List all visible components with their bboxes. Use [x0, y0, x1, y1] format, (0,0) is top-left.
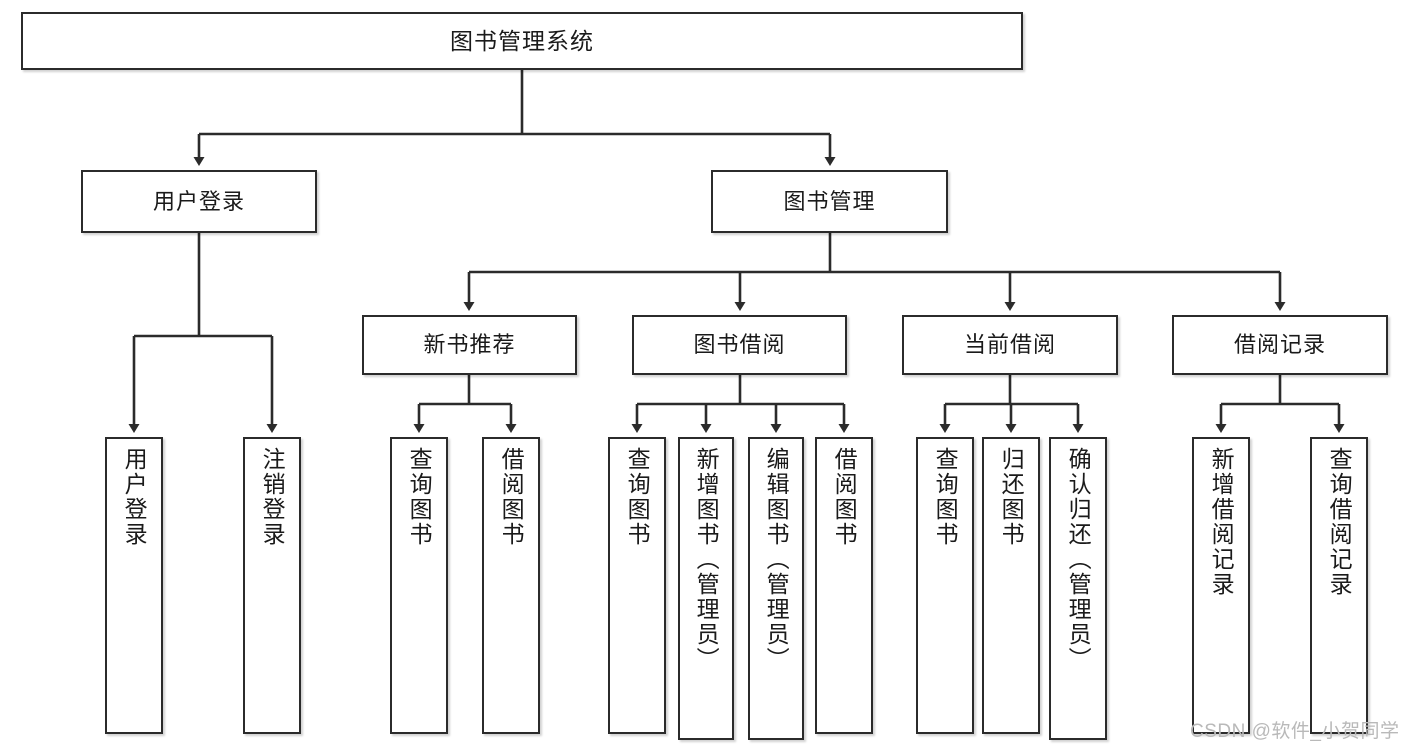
node-label: 查询图书: [624, 447, 651, 547]
node-leaf-user-login[interactable]: 用户登录: [105, 437, 163, 734]
node-book-manage[interactable]: 图书管理: [711, 170, 948, 233]
node-leaf-add-book[interactable]: 新增图书（管理员）: [678, 437, 734, 740]
node-leaf-query-record[interactable]: 查询借阅记录: [1310, 437, 1368, 734]
node-leaf-query-book-3[interactable]: 查询图书: [916, 437, 974, 734]
node-label: 图书管理: [783, 188, 876, 214]
node-borrow-record[interactable]: 借阅记录: [1172, 315, 1388, 375]
watermark: CSDN @软件_小贺同学: [1190, 721, 1400, 742]
node-label: 图书借阅: [693, 332, 786, 358]
node-root[interactable]: 图书管理系统: [21, 12, 1023, 70]
node-label: 查询图书: [406, 447, 433, 547]
node-label: 注销登录: [259, 447, 286, 547]
node-leaf-query-book-1[interactable]: 查询图书: [390, 437, 448, 734]
node-label: 借阅记录: [1233, 332, 1326, 358]
node-label: 图书管理系统: [450, 27, 594, 54]
node-new-book-rec[interactable]: 新书推荐: [362, 315, 577, 375]
node-book-borrow[interactable]: 图书借阅: [632, 315, 847, 375]
node-label: 编辑图书（管理员）: [763, 447, 790, 672]
node-leaf-user-logout[interactable]: 注销登录: [243, 437, 301, 734]
node-user-login[interactable]: 用户登录: [81, 170, 317, 233]
node-label: 新增图书（管理员）: [693, 447, 720, 672]
node-label: 用户登录: [121, 447, 148, 547]
node-leaf-confirm-return[interactable]: 确认归还（管理员）: [1049, 437, 1107, 740]
node-leaf-borrow-book-1[interactable]: 借阅图书: [482, 437, 540, 734]
node-label: 查询借阅记录: [1326, 447, 1353, 597]
node-label: 确认归还（管理员）: [1065, 447, 1092, 672]
node-leaf-return-book[interactable]: 归还图书: [982, 437, 1040, 734]
node-leaf-add-record[interactable]: 新增借阅记录: [1192, 437, 1250, 734]
node-label: 当前借阅: [963, 332, 1056, 358]
node-label: 借阅图书: [831, 447, 858, 547]
node-current-borrow[interactable]: 当前借阅: [902, 315, 1118, 375]
node-leaf-edit-book[interactable]: 编辑图书（管理员）: [748, 437, 804, 740]
node-label: 借阅图书: [498, 447, 525, 547]
node-leaf-query-book-2[interactable]: 查询图书: [608, 437, 666, 734]
node-label: 用户登录: [152, 188, 245, 214]
node-label: 新增借阅记录: [1208, 447, 1235, 597]
node-leaf-borrow-book-2[interactable]: 借阅图书: [815, 437, 873, 734]
node-label: 归还图书: [998, 447, 1025, 547]
node-label: 查询图书: [932, 447, 959, 547]
node-label: 新书推荐: [423, 332, 516, 358]
